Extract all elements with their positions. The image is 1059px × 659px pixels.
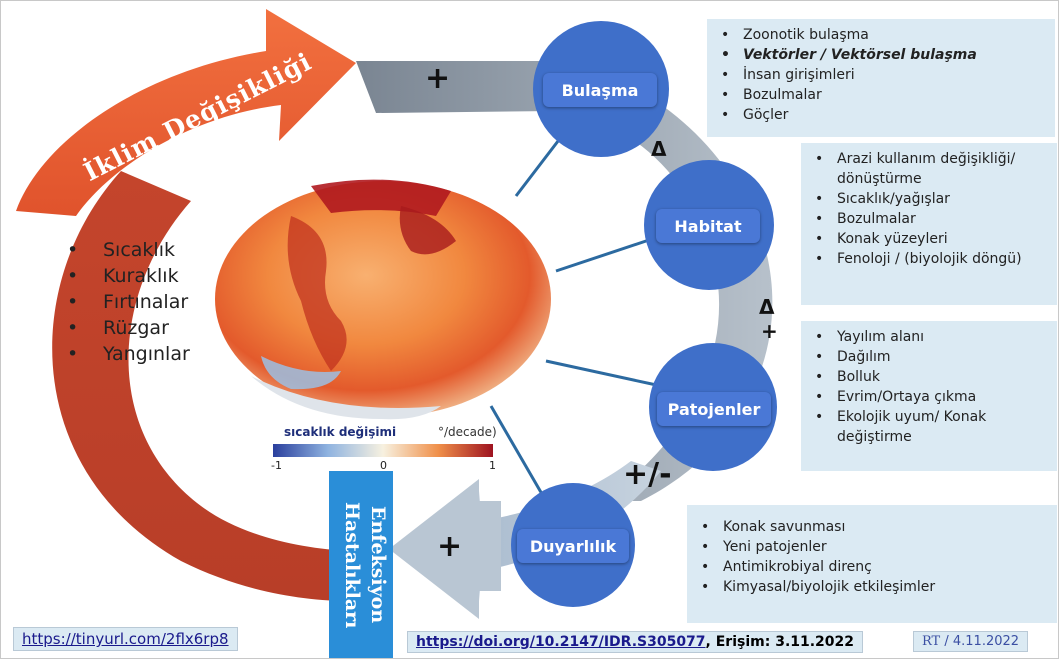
box-item: Antimikrobiyal direnç xyxy=(701,557,1047,577)
sign-plus-minus: +/- xyxy=(623,457,672,492)
box-patojenler: Yayılım alanı Dağılım Bolluk Evrim/Ortay… xyxy=(801,321,1057,471)
globe-continent-europe xyxy=(399,206,456,255)
climate-factors-list: Sıcaklık Kuraklık Fırtınalar Rüzgar Yang… xyxy=(67,237,190,367)
box-item: Bozulmalar xyxy=(721,85,1045,105)
box-bulasma: Zoonotik bulaşma Vektörler / Vektörsel b… xyxy=(707,19,1055,137)
enfeksiyon-box: Enfeksiyon Hastalıkları xyxy=(329,471,393,658)
box-item: Vektörler / Vektörsel bulaşma xyxy=(721,45,1045,65)
box-item: Konak yüzeyleri xyxy=(815,229,1047,249)
label-bulasma: Bulaşma xyxy=(543,73,657,107)
sign-plus-top: + xyxy=(425,61,451,96)
box-item: Arazi kullanım değişikliği/ dönüştürme xyxy=(815,149,1047,189)
connector-habitat xyxy=(555,234,662,273)
sign-delta-2: Δ xyxy=(759,295,775,319)
map-unit: °/decade) xyxy=(438,425,497,439)
box-item: Dağılım xyxy=(815,347,1047,367)
access-date: , Erişim: 3.11.2022 xyxy=(705,634,855,650)
globe-antarctic xyxy=(251,376,441,420)
map-label: sıcaklık değişimi xyxy=(284,425,397,439)
colorbar-tick-mid: 0 xyxy=(380,459,387,472)
connector-duyarlilik xyxy=(489,405,548,502)
box-item: Konak savunması xyxy=(701,517,1047,537)
box-item: Evrim/Ortaya çıkma xyxy=(815,387,1047,407)
climate-factor: Kuraklık xyxy=(67,263,190,289)
box-item: Fenoloji / (biyolojik döngü) xyxy=(815,249,1047,269)
sign-delta-2-plus: + xyxy=(761,319,778,343)
sign-delta-1: Δ xyxy=(651,137,667,161)
box-item: Bozulmalar xyxy=(815,209,1047,229)
footer-link-box-1: https://tinyurl.com/2flx6rp8 xyxy=(13,627,238,651)
bottom-arrow-head xyxy=(389,479,501,619)
label-duyarlilik: Duyarlılık xyxy=(517,529,629,563)
footer-link-box-2: https://doi.org/10.2147/IDR.S305077, Eri… xyxy=(407,631,864,653)
box-item: Yeni patojenler xyxy=(701,537,1047,557)
box-item: İnsan girişimleri xyxy=(721,65,1045,85)
box-item: Ekolojik uyum/ Konak değiştirme xyxy=(815,407,1047,447)
tinyurl-link[interactable]: https://tinyurl.com/2flx6rp8 xyxy=(22,630,229,648)
climate-factor: Rüzgar xyxy=(67,315,190,341)
climate-factor: Fırtınalar xyxy=(67,289,190,315)
doi-link[interactable]: https://doi.org/10.2147/IDR.S305077 xyxy=(416,634,706,650)
label-patojenler: Patojenler xyxy=(657,392,771,426)
globe-map xyxy=(215,181,551,417)
credit-date: / 4.11.2022 xyxy=(944,634,1020,649)
box-habitat: Arazi kullanım değişikliği/ dönüştürme S… xyxy=(801,143,1057,305)
box-item: Göçler xyxy=(721,105,1045,125)
box-item: Yayılım alanı xyxy=(815,327,1047,347)
enfeksiyon-label: Enfeksiyon Hastalıkları xyxy=(341,501,389,629)
box-item: Bolluk xyxy=(815,367,1047,387)
colorbar xyxy=(273,444,493,457)
box-item: Sıcaklık/yağışlar xyxy=(815,189,1047,209)
credit-logo: RT xyxy=(922,634,941,649)
colorbar-tick-min: -1 xyxy=(271,459,282,472)
box-item: Zoonotik bulaşma xyxy=(721,25,1045,45)
connector-patojenler xyxy=(545,359,662,388)
globe-arctic xyxy=(311,179,451,216)
climate-arrow xyxy=(16,9,356,216)
climate-factor: Yangınlar xyxy=(67,341,190,367)
colorbar-tick-max: 1 xyxy=(489,459,496,472)
globe-cool-patch xyxy=(261,356,341,390)
climate-factor: Sıcaklık xyxy=(67,237,190,263)
credit-box: RT / 4.11.2022 xyxy=(913,631,1029,652)
globe-continent-americas xyxy=(287,216,347,371)
sign-plus-bottom: + xyxy=(437,529,463,564)
label-habitat: Habitat xyxy=(656,209,760,243)
box-item: Kimyasal/biyolojik etkileşimler xyxy=(701,577,1047,597)
cycle-arc xyxy=(356,61,773,501)
box-duyarlilik: Konak savunması Yeni patojenler Antimikr… xyxy=(687,505,1057,623)
